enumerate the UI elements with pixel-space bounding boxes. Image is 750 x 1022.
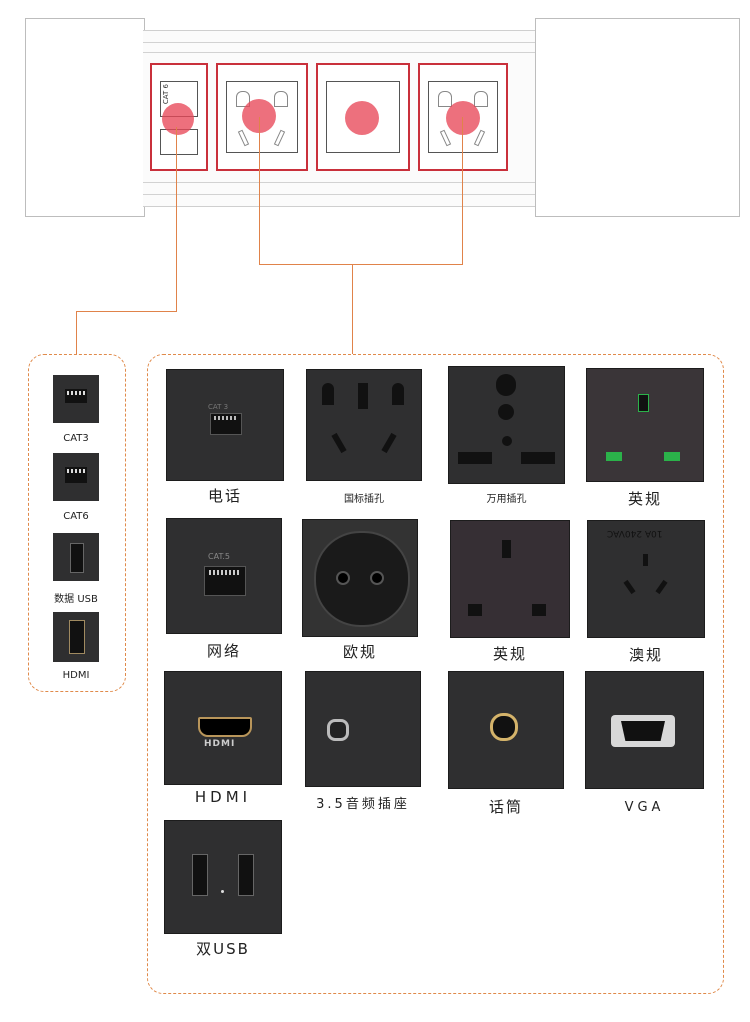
cat3-port-image (53, 375, 99, 423)
cat3-label: CAT3 (63, 433, 89, 444)
hdmi-label: HDMI (62, 670, 90, 681)
network-jack-label: CAT.5 (208, 552, 231, 561)
usb-label: 数据 USB (54, 594, 98, 605)
hdmi-jack-text: HDMI (204, 739, 236, 749)
gb-socket-label: 国标插孔 (344, 494, 384, 505)
dual-usb-image (164, 820, 282, 934)
audio-jack-label: 3.5音频插座 (316, 797, 410, 812)
telephone-label: 电话 (207, 487, 242, 505)
universal-socket-label: 万用插孔 (486, 494, 527, 505)
network-label: 网络 (206, 642, 241, 660)
usb-port-image (53, 533, 99, 581)
highlight-dot (345, 101, 379, 135)
rail-line (143, 182, 535, 183)
au-socket-rating: 10A 240VAC (607, 528, 663, 538)
microphone-label: 话筒 (488, 798, 523, 816)
rail-line (143, 52, 535, 53)
vga-port-image (585, 671, 704, 789)
strip-module-outlet-1[interactable] (216, 63, 308, 171)
strip-module-outlet-2[interactable] (418, 63, 508, 171)
microphone-jack-image (448, 671, 564, 789)
hdmi-jack-image: HDMI (164, 671, 282, 785)
hdmi-label: HDMI (194, 788, 252, 806)
rail-line (143, 42, 535, 43)
left-panel (28, 354, 126, 692)
uk-socket-image (586, 368, 704, 482)
universal-socket-image (448, 366, 565, 484)
hdmi-port-image (53, 612, 99, 662)
endcap-right (535, 18, 740, 217)
uk-socket-label-2: 英规 (492, 645, 527, 663)
cat6-label: CAT6 (63, 511, 89, 522)
gb-socket-image (306, 369, 422, 481)
strip-module-data[interactable]: CAT 6 (150, 63, 208, 171)
telephone-jack-label: CAT 3 (208, 403, 229, 411)
au-socket-label: 澳规 (628, 646, 663, 664)
rail-line (143, 194, 535, 195)
dual-usb-label: 双USB (196, 940, 250, 958)
network-jack-image: CAT.5 (166, 518, 282, 634)
telephone-jack-image: CAT 3 (166, 369, 284, 481)
uk-socket-image-2 (450, 520, 570, 638)
power-strip: CAT 6 (0, 0, 750, 230)
strip-cat6-label: CAT 6 (162, 84, 170, 105)
highlight-dot (446, 101, 480, 135)
uk-socket-label: 英规 (627, 490, 662, 508)
main-panel (147, 354, 724, 994)
eu-socket-label: 欧规 (342, 643, 377, 661)
highlight-dot (162, 103, 194, 135)
vga-label: VGA (624, 800, 665, 815)
cat6-port-image (53, 453, 99, 501)
endcap-left (25, 18, 145, 217)
au-socket-image: 10A 240VAC (587, 520, 705, 638)
eu-socket-image (302, 519, 418, 637)
strip-module-blank[interactable] (316, 63, 410, 171)
audio-jack-image (305, 671, 421, 787)
